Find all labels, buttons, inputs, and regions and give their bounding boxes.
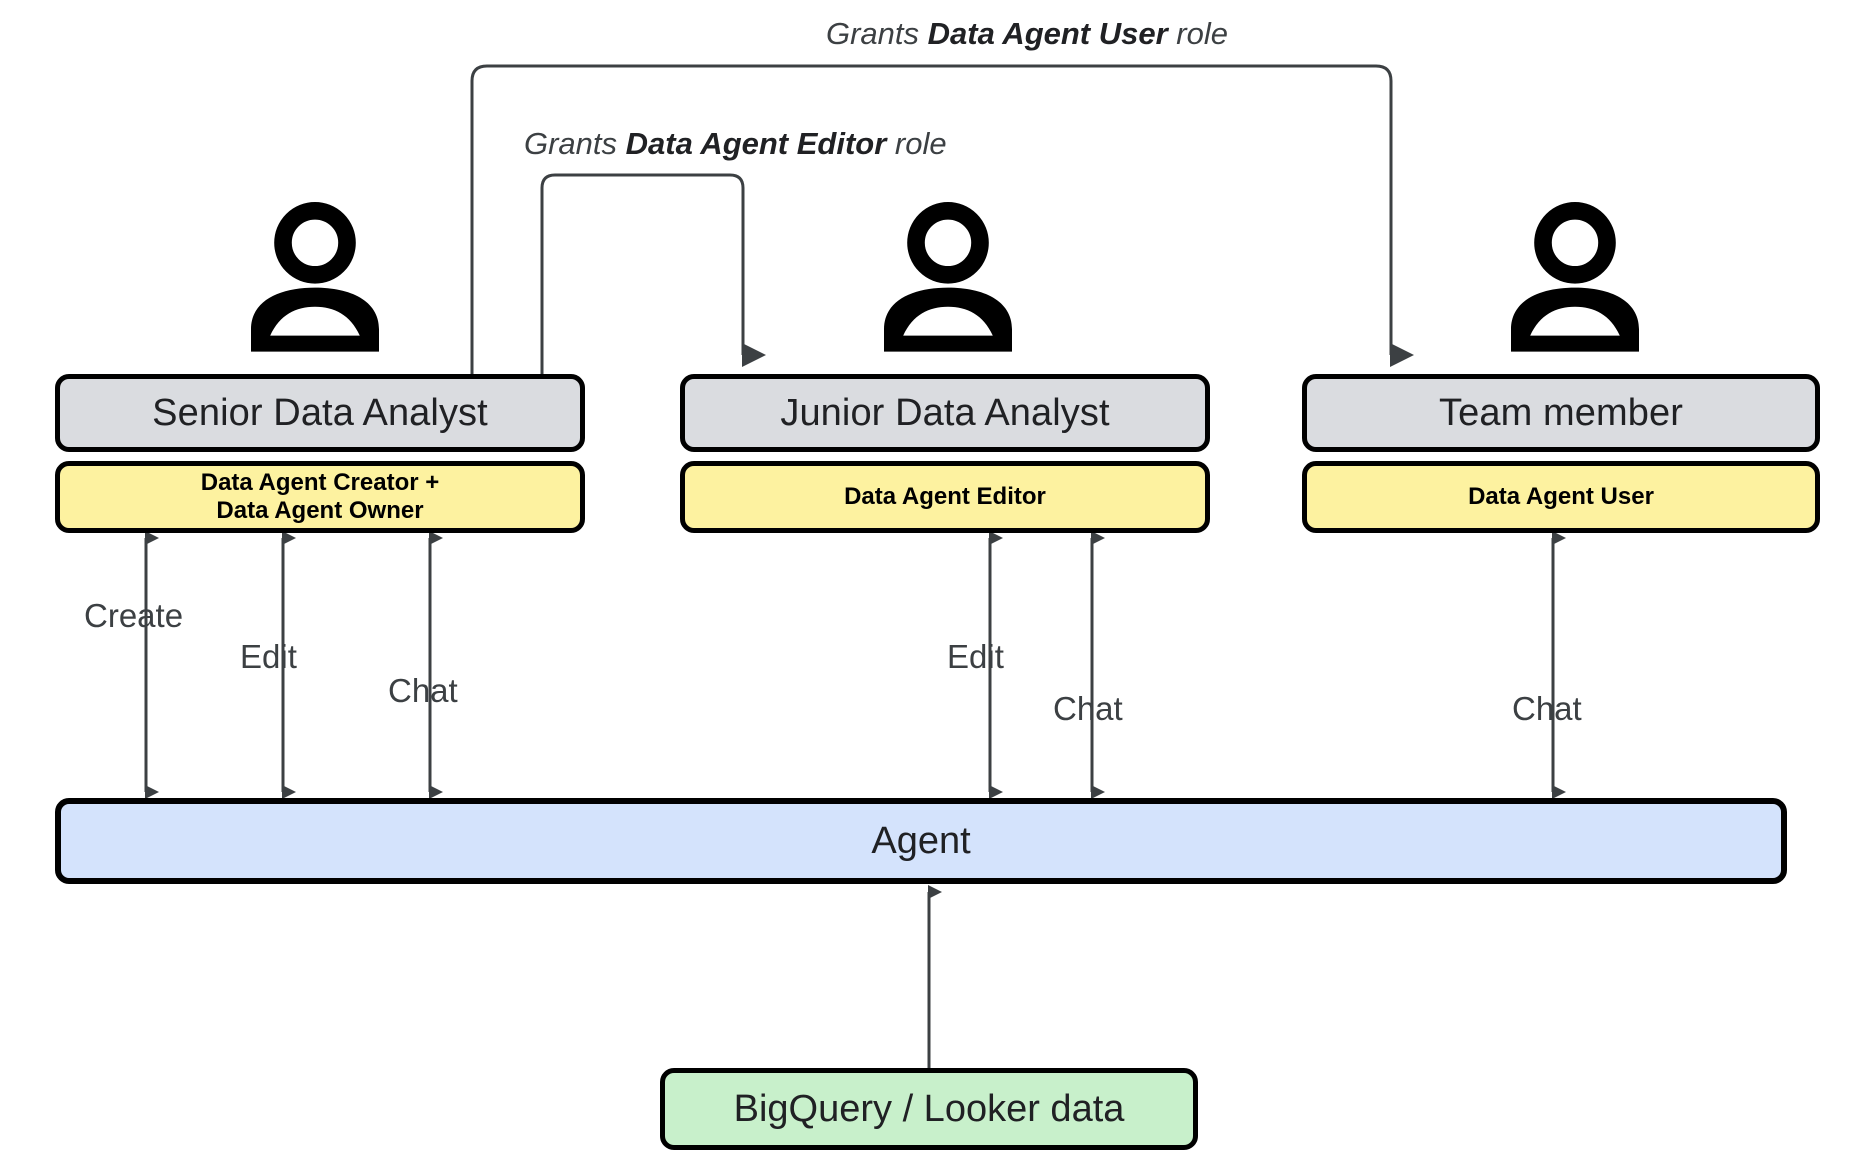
connector-grants-editor <box>540 173 766 380</box>
grant-label-data-agent-editor: Grants Data Agent Editor role <box>524 126 947 161</box>
edge-label-senior-edit: Edit <box>240 638 297 675</box>
edge-label-junior-edit: Edit <box>947 638 1004 675</box>
person-icon <box>868 198 1028 358</box>
role-line-1: Data Agent Creator + <box>200 468 440 496</box>
card-title-team-member[interactable]: Team member <box>1302 374 1820 452</box>
card-role-junior-data-analyst[interactable]: Data Agent Editor <box>680 461 1210 533</box>
role-line-2: Data Agent Owner <box>216 497 424 524</box>
person-icon <box>235 198 395 358</box>
datasource-box[interactable]: BigQuery / Looker data <box>660 1068 1198 1150</box>
person-icon <box>1495 198 1655 358</box>
edge-label-junior-chat: Chat <box>1053 690 1123 727</box>
edge-label-senior-chat: Chat <box>388 672 458 709</box>
card-title-junior-data-analyst[interactable]: Junior Data Analyst <box>680 374 1210 452</box>
card-role-team-member[interactable]: Data Agent User <box>1302 461 1820 533</box>
card-title-senior-data-analyst[interactable]: Senior Data Analyst <box>55 374 585 452</box>
agent-bar[interactable]: Agent <box>55 798 1787 884</box>
card-role-senior-data-analyst[interactable]: Data Agent Creator + Data Agent Owner <box>55 461 585 533</box>
edge-label-team-chat: Chat <box>1512 690 1582 727</box>
edge-label-create: Create <box>84 597 184 634</box>
grant-label-data-agent-user: Grants Data Agent User role <box>826 16 1228 51</box>
